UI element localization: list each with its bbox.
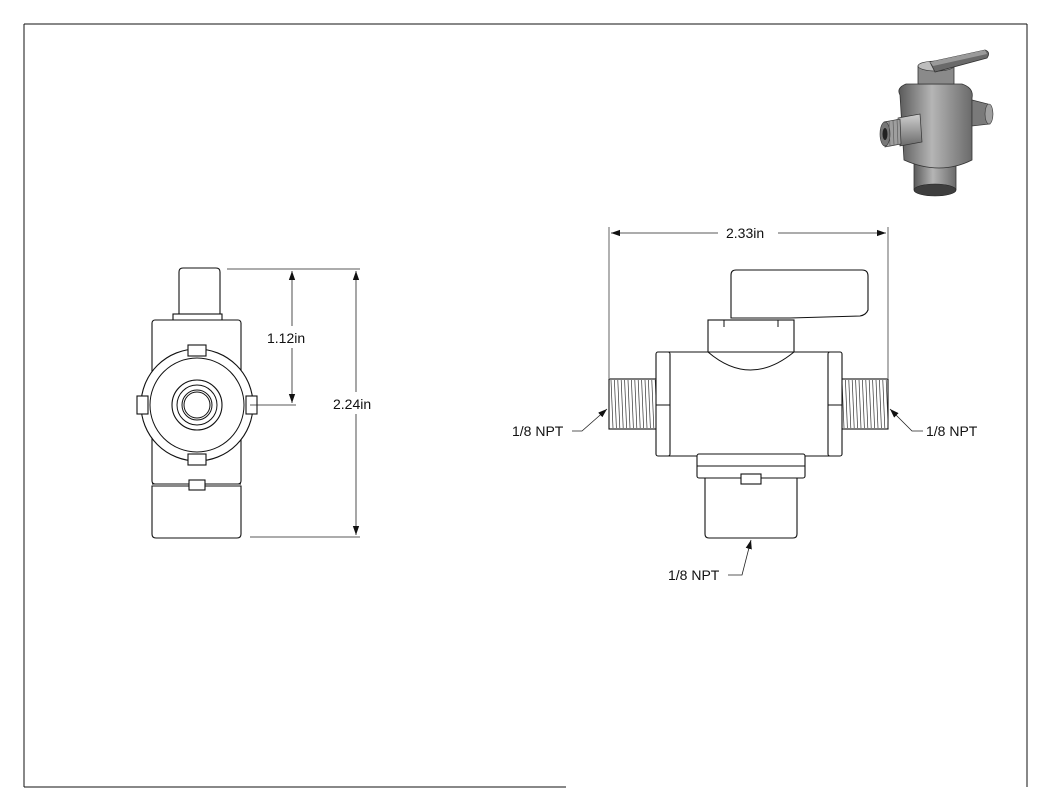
thread-line — [620, 379, 624, 429]
thread-line — [865, 379, 869, 429]
thread-line — [617, 379, 621, 429]
thread-line — [651, 379, 655, 429]
thread-line — [845, 379, 848, 429]
thread-line — [848, 379, 852, 429]
thread-line — [648, 379, 651, 429]
thread-line — [641, 379, 644, 429]
front-view — [608, 269, 889, 539]
thread-line — [644, 379, 648, 429]
callout-bottom-port: 1/8 NPT — [668, 567, 720, 583]
thread-line — [882, 379, 886, 429]
right-thread — [841, 379, 889, 429]
thread-line — [872, 379, 875, 429]
thread-line — [610, 379, 614, 429]
thread-line — [631, 379, 634, 429]
left-thread — [610, 379, 658, 429]
thread-line — [875, 379, 879, 429]
callout-right-port: 1/8 NPT — [926, 423, 978, 439]
thread-line — [868, 379, 872, 429]
front-dimensions — [608, 227, 889, 378]
thread-line — [851, 379, 855, 429]
callout-leaders — [572, 408, 923, 576]
thread-line — [624, 379, 627, 429]
sheet-border — [23, 23, 1028, 788]
side-view — [136, 267, 258, 539]
dimension-label-2-33in: 2.33in — [726, 225, 764, 241]
isometric-render — [879, 49, 994, 197]
thread-line — [637, 379, 641, 429]
thread-line — [634, 379, 638, 429]
thread-line — [855, 379, 858, 429]
side-dimensions — [227, 268, 360, 538]
thread-line — [858, 379, 862, 429]
thread-line — [614, 379, 617, 429]
thread-line — [862, 379, 865, 429]
callout-left-port: 1/8 NPT — [512, 423, 564, 439]
thread-line — [627, 379, 631, 429]
dimension-label-2-24in: 2.24in — [333, 396, 371, 412]
dimension-label-1-12in: 1.12in — [267, 330, 305, 346]
thread-line — [885, 379, 889, 429]
thread-line — [879, 379, 882, 429]
